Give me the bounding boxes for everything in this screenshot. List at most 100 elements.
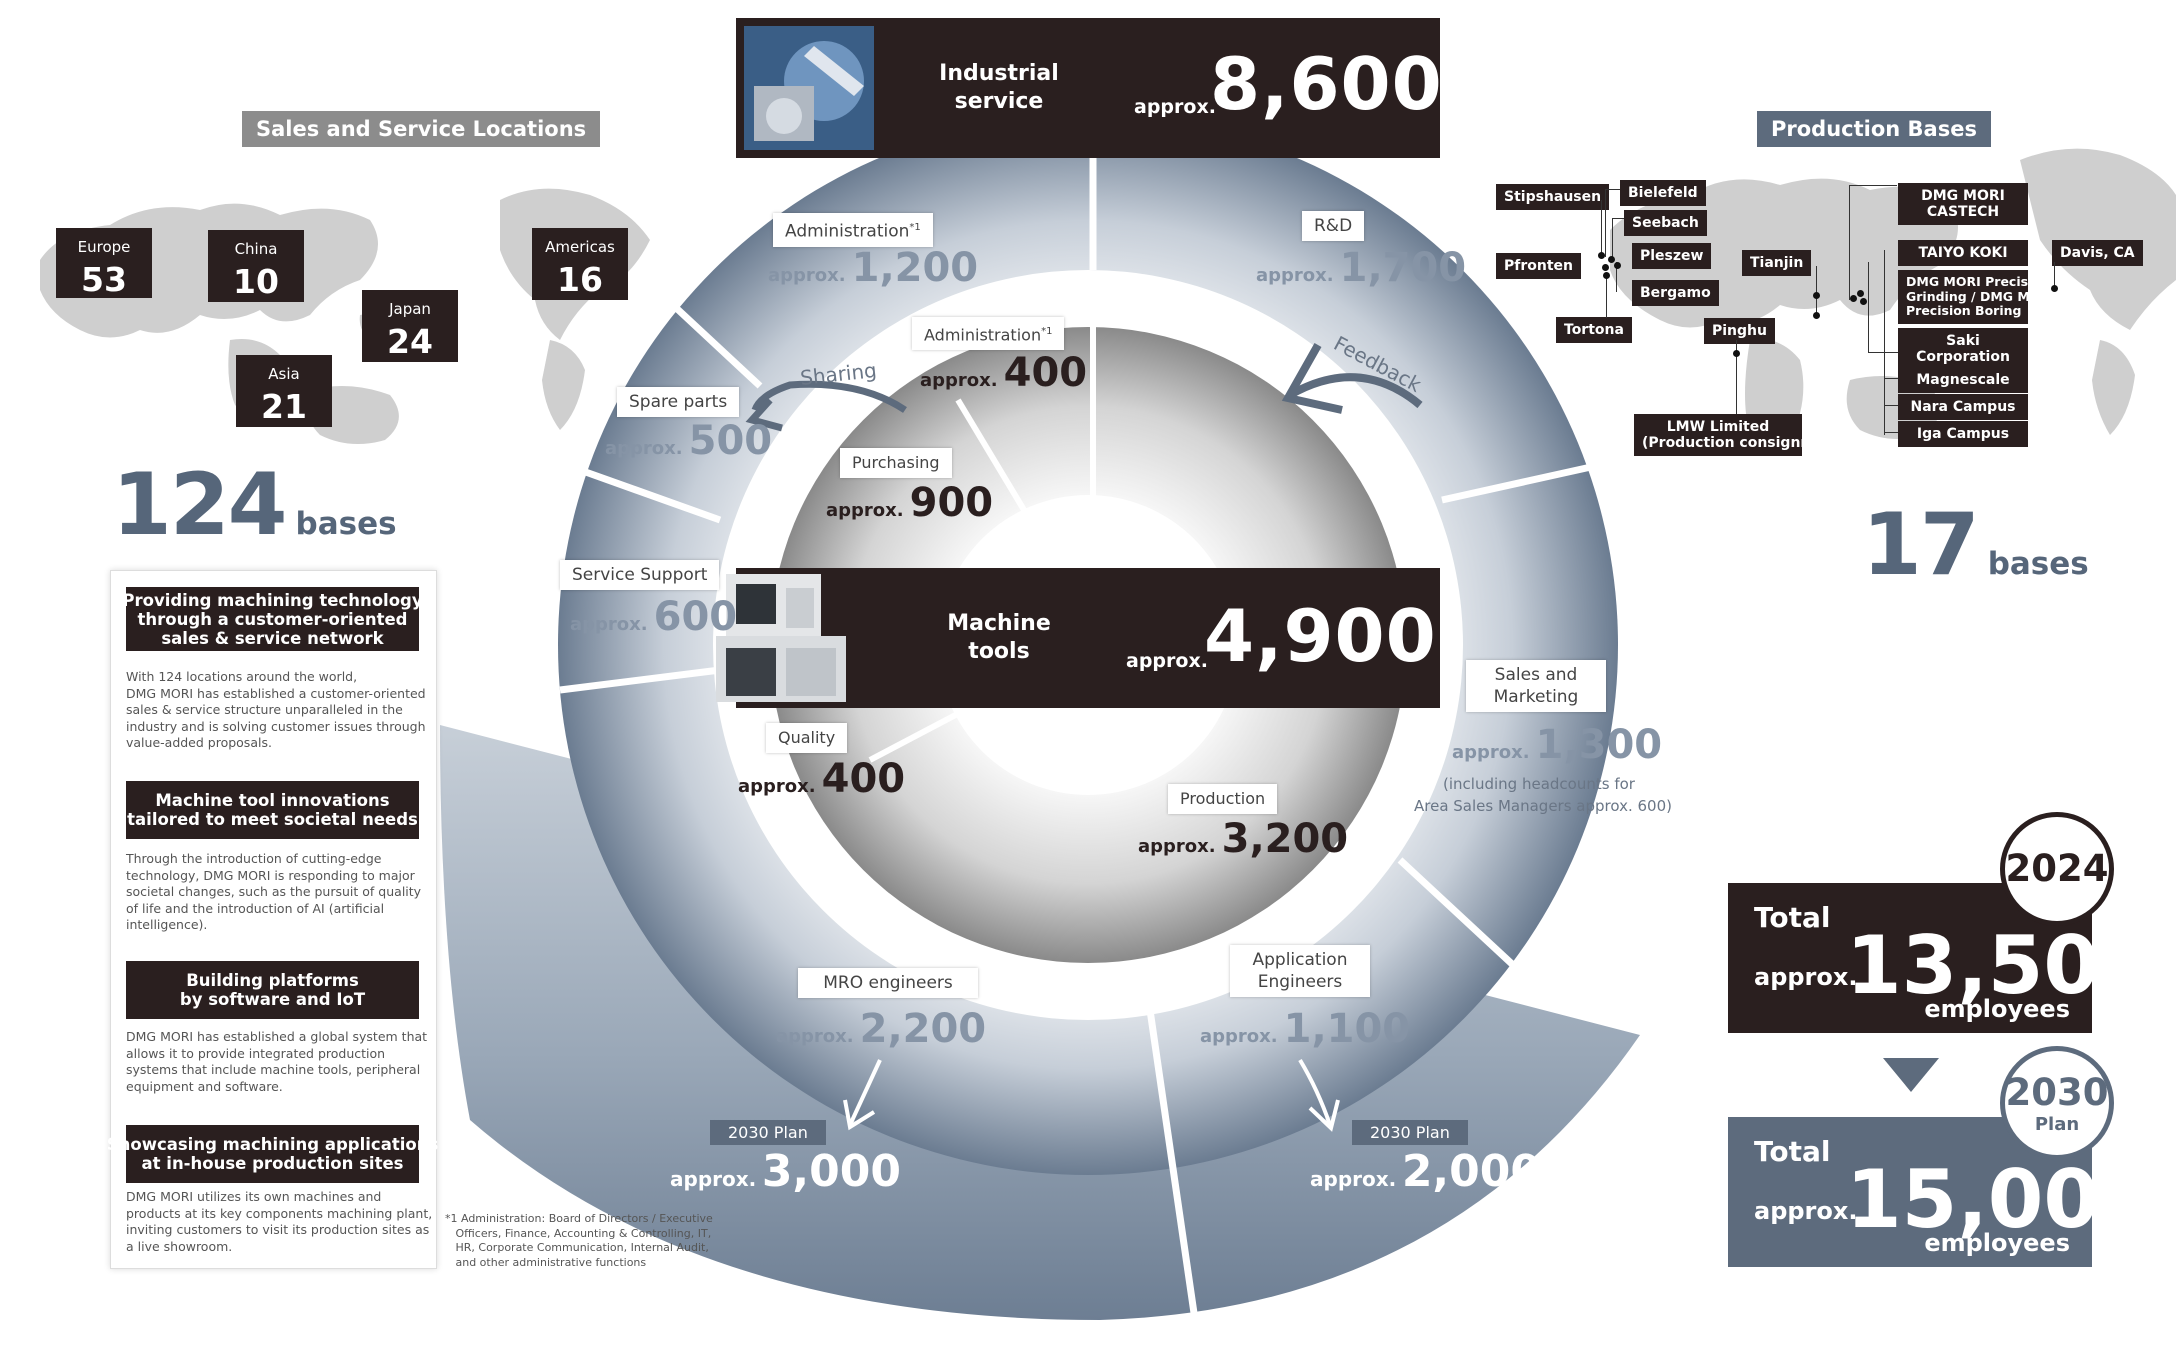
administration-footnote: *1 Administration: Board of Directors / …: [445, 1212, 713, 1269]
year-label: 2024: [2005, 847, 2109, 890]
value-rnd: approx.1,700: [1256, 245, 1467, 291]
location-dot: [1603, 272, 1610, 279]
base-nara: Nara Campus: [1898, 394, 2028, 420]
panel-text: With 124 locations around the world, DMG…: [126, 669, 426, 750]
location-dot: [1614, 262, 1621, 269]
connector-line: [1868, 352, 1898, 353]
location-dot: [1813, 292, 1820, 299]
panel-heading: Showcasing machining applications at in-…: [107, 1125, 438, 1183]
location-dot: [1813, 312, 1820, 319]
production-total-unit: bases: [1987, 546, 2089, 582]
industrial-service-banner: Industrial service approx. 8,600: [736, 18, 1443, 158]
sales-locations-tag: Sales and Service Locations: [242, 111, 601, 147]
base-saki: Saki Corporation: [1898, 328, 2028, 370]
base-tortona: Tortona: [1556, 317, 1632, 343]
base-iga: Iga Campus: [1898, 421, 2028, 447]
machine-tools-banner: Machine tools approx. 4,900: [716, 568, 1440, 708]
total-unit: employees: [1924, 1229, 2070, 1257]
base-davis: Davis, CA: [2052, 240, 2143, 266]
location-dot: [1608, 256, 1615, 263]
value-mro: approx.2,200: [776, 1006, 987, 1052]
base-lmw: LMW Limited (Production consignment): [1634, 414, 1848, 456]
industrial-service-value: 8,600: [1210, 42, 1443, 126]
value-sales-marketing: approx.1,300: [1452, 722, 1663, 768]
connector-line: [1601, 200, 1602, 258]
total-value: 13,500: [1846, 919, 2155, 1012]
production-total-number: 17: [1862, 495, 1980, 595]
sales-marketing-note: (including headcounts for Area Sales Man…: [1414, 775, 1672, 815]
connector-line: [1605, 189, 1620, 190]
value-admin-outer: approx.1,200: [768, 245, 979, 291]
approx-label: approx.: [1754, 963, 1858, 991]
total-label: Total: [1754, 901, 1831, 934]
region-value: 10: [233, 262, 279, 301]
total-unit: employees: [1924, 995, 2070, 1023]
region-asia: Asia 21: [236, 355, 332, 427]
sales-total-number: 124: [112, 455, 288, 555]
base-pleszew: Pleszew: [1632, 243, 1712, 269]
connector-line: [1884, 405, 1898, 406]
base-magnescale: Magnescale: [1898, 367, 2028, 393]
region-europe: Europe 53: [56, 228, 152, 299]
info-panel: Providing machining technology through a…: [107, 570, 438, 1269]
total-value: 15,000: [1846, 1153, 2155, 1246]
base-precision: DMG MORI Precision Grinding / DMG MORI P…: [1898, 270, 2055, 324]
label-rnd: R&D: [1302, 211, 1365, 241]
region-name: Americas: [545, 238, 615, 256]
value-app-eng: approx.1,100: [1200, 1006, 1411, 1052]
location-dot: [1602, 264, 1609, 271]
mro-plan-value: approx. 3,000: [670, 1146, 901, 1197]
sales-total-unit: bases: [295, 506, 397, 542]
base-tianjin: Tianjin: [1742, 250, 1812, 276]
connector-line: [1884, 250, 1885, 435]
connector-line: [1849, 185, 1897, 186]
connector-line: [1612, 218, 1613, 258]
connector-line: [1736, 340, 1737, 414]
milling-tool-image: [744, 26, 874, 150]
location-dot: [1857, 290, 1864, 297]
region-name: China: [234, 240, 278, 258]
value-quality: approx.400: [738, 756, 906, 802]
footnote-ref: *1: [1041, 326, 1053, 337]
region-name: Asia: [268, 365, 300, 383]
region-japan: Japan 24: [362, 290, 458, 362]
machine-tools-value: 4,900: [1204, 594, 1437, 678]
year-badge-2030: 2030 Plan: [2000, 1046, 2114, 1160]
panel-heading: Machine tool innovations tailored to mee…: [126, 781, 419, 839]
region-value: 16: [557, 260, 603, 299]
value-spare-parts: approx.500: [605, 418, 773, 464]
production-bases-tag: Production Bases: [1757, 111, 1991, 147]
value-admin-inner: approx.400: [920, 350, 1088, 396]
panel-heading: Providing machining technology through a…: [122, 587, 423, 651]
connector-line: [1606, 275, 1607, 318]
label-quality: Quality: [766, 723, 848, 753]
connector-line: [1849, 185, 1850, 300]
connector-line: [1868, 262, 1869, 352]
location-dot: [1860, 298, 1867, 305]
label-admin-outer: Administration*1: [773, 213, 933, 247]
connector-line: [2054, 262, 2055, 290]
region-americas: Americas 16: [532, 228, 628, 300]
base-stipshausen: Stipshausen: [1496, 184, 1610, 210]
panel-text: DMG MORI utilizes its own machines and p…: [126, 1189, 433, 1254]
panel-text: DMG MORI has established a global system…: [126, 1029, 428, 1094]
footnote-ref: *1: [909, 222, 921, 233]
value-purchasing: approx.900: [826, 480, 994, 526]
industrial-service-title: Industrial service: [939, 61, 1059, 114]
label-admin-inner: Administration*1: [912, 317, 1065, 351]
location-dot: [1733, 350, 1740, 357]
label-production: Production: [1168, 784, 1278, 814]
total-label: Total: [1754, 1135, 1831, 1168]
machine-tool-image: [716, 574, 846, 702]
machine-tools-title: Machine tools: [947, 611, 1051, 664]
base-seebach: Seebach: [1624, 210, 1707, 236]
region-value: 53: [81, 260, 127, 299]
total-2030: Total approx. 15,000 employees: [1728, 1117, 2155, 1267]
sharing-arrow: [751, 380, 907, 413]
app-plan-label: 2030 Plan: [1352, 1120, 1468, 1145]
connector-line: [1605, 189, 1606, 257]
region-name: Japan: [389, 300, 431, 318]
label-sales-marketing: Sales and Marketing: [1466, 660, 1606, 712]
